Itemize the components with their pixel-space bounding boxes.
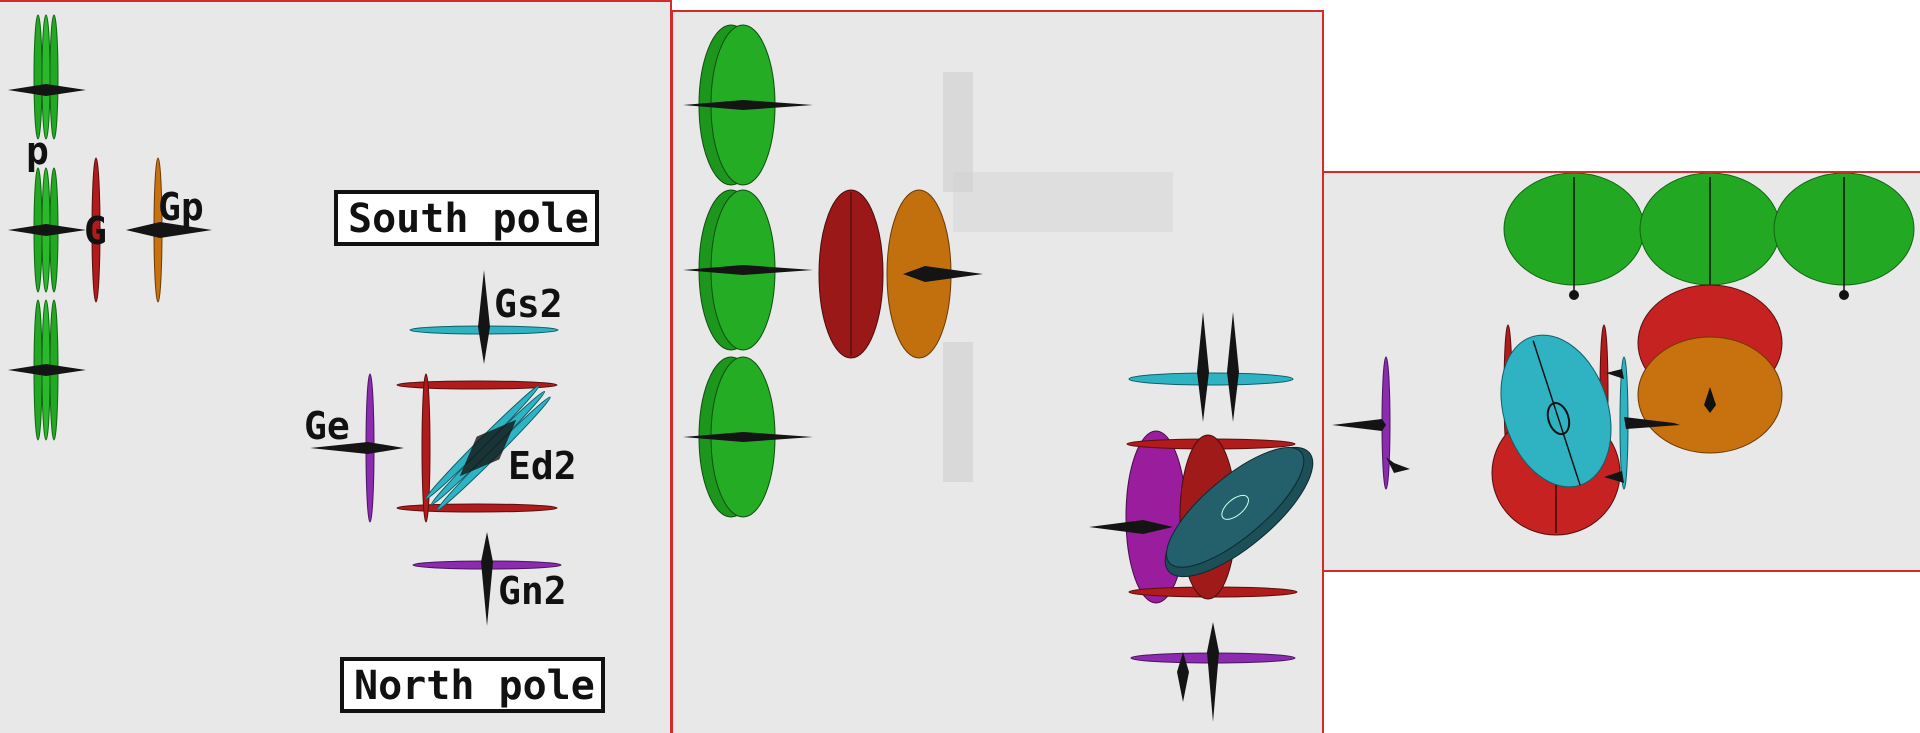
perspective-drawing [683,24,1314,722]
overview-drawing [8,14,562,626]
south-pole-label: South pole [334,190,599,246]
red-disk-G [91,157,101,303]
orange-disk-Gp [126,157,212,303]
north-pole-label: North pole [340,657,605,713]
blurred-shadows [943,72,1173,482]
green-round-disk-middle [1639,173,1781,300]
cyan-thin-disk [1604,356,1680,490]
purple-disk-Gn2 [412,532,562,626]
green-round-disk-right [1773,173,1915,300]
panel-perspective [671,10,1324,733]
green-disk-stack-bottom [8,299,86,441]
green-disk-bottom [683,356,813,518]
green-disk-stack-middle [8,167,86,293]
green-disk-middle [683,189,813,351]
purple-thin-disk [1332,356,1410,490]
magenta-disk [1089,430,1187,604]
label-Gp: Gp [158,185,204,229]
label-Ed2: Ed2 [508,444,577,488]
panel-overview: p G Gp Gs2 Ge Ed2 Gn2 South pole North p… [0,0,672,733]
closeup-drawing [1332,173,1915,536]
cyan-tilted-disks-Ed2 [425,385,551,511]
red-disk [818,189,884,359]
label-G: G [84,209,107,253]
green-disk-top [683,24,813,186]
label-p: p [26,129,49,173]
green-disk-stack-top [8,14,86,140]
orange-disk [886,189,983,359]
purple-flat-disk [1130,622,1296,722]
purple-disk-Ge [310,373,404,523]
green-round-disk-left [1503,173,1645,300]
cyan-round-disk [1500,334,1612,488]
label-Ge: Ge [304,404,350,448]
cyan-disk-Gs2 [409,270,559,364]
dark-teal-tilted-disk [1164,446,1314,578]
orange-round-disk [1637,336,1783,454]
panel-closeup [1322,171,1920,572]
label-Gs2: Gs2 [494,282,563,326]
label-Gn2: Gn2 [498,569,567,613]
cyan-flat-disk [1128,312,1294,422]
